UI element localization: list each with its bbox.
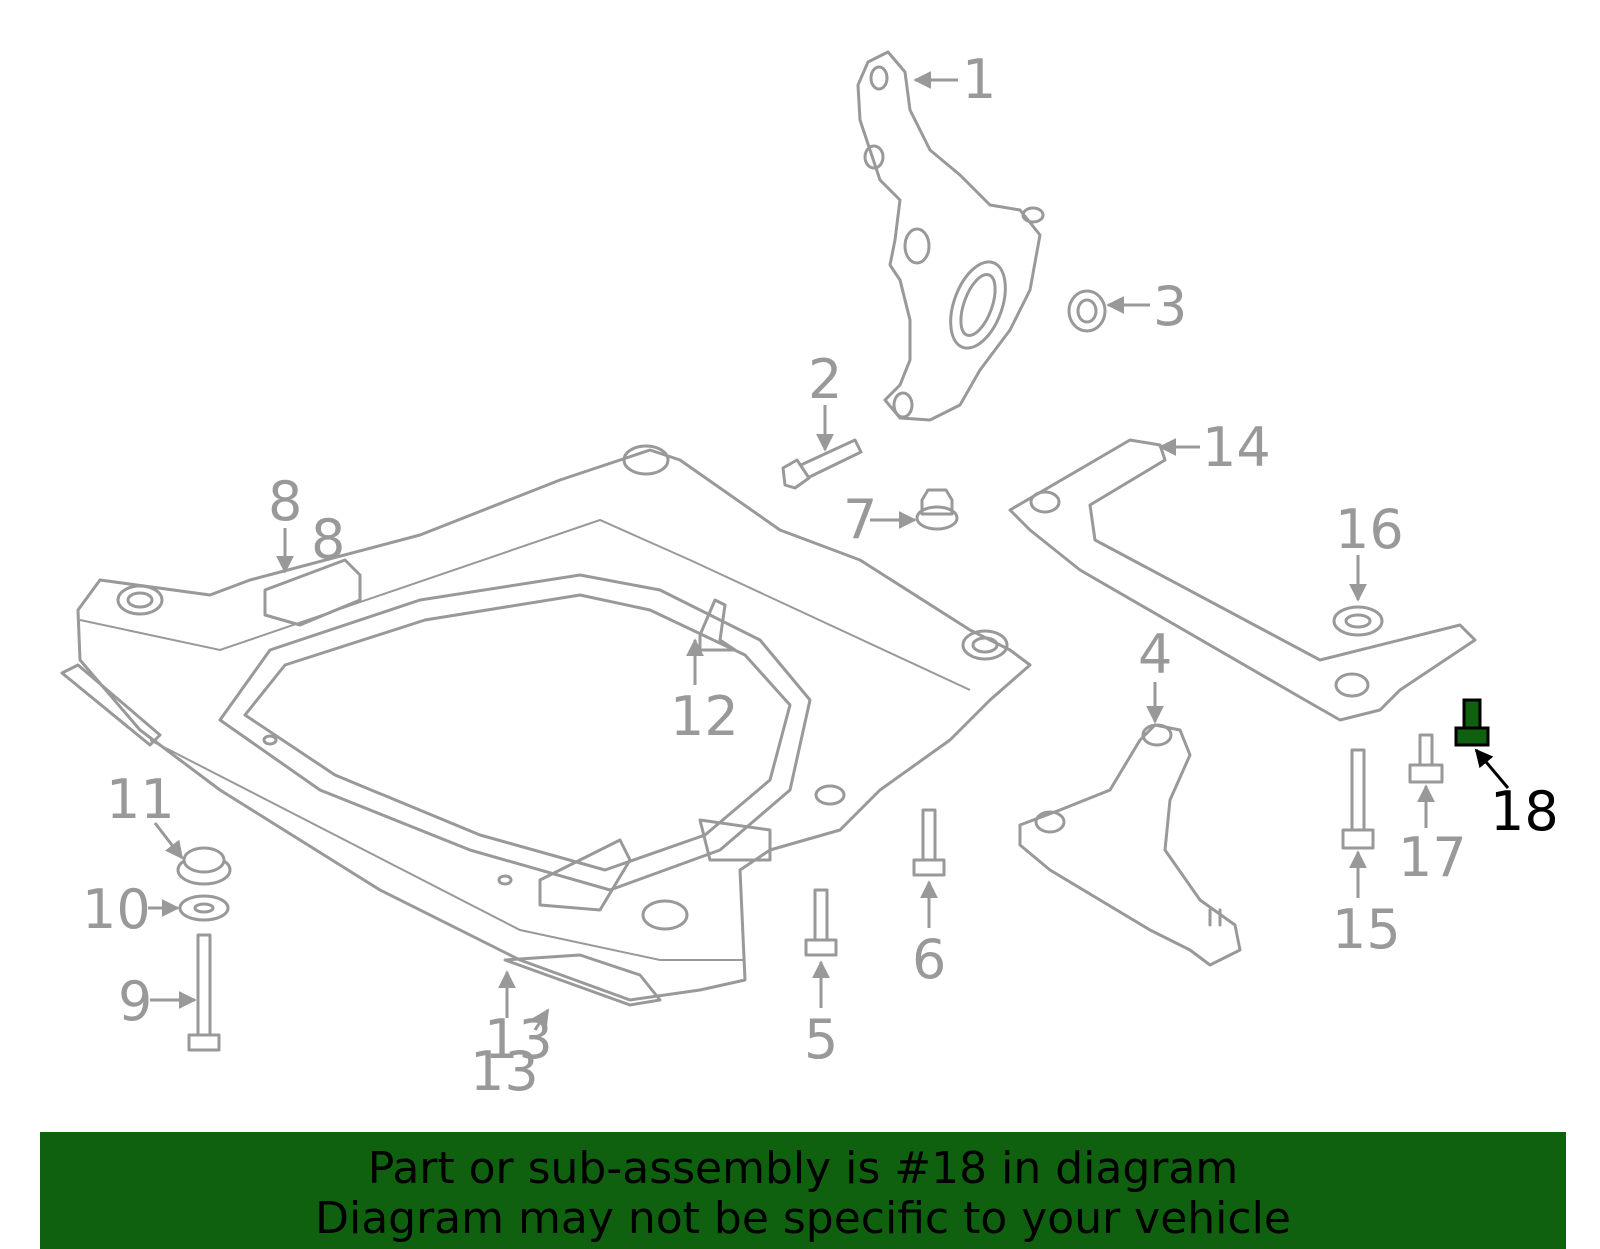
callout-7: 7 [843, 488, 877, 551]
callout-15: 15 [1332, 898, 1401, 961]
callout-13b: 13 [470, 1040, 539, 1103]
callout-8a: 8 [268, 470, 302, 533]
part-16-washer [1332, 605, 1384, 637]
front-subframe [60, 444, 1032, 1007]
part-11-mount [176, 846, 232, 886]
part-15-bolt [1341, 748, 1375, 850]
callout-10: 10 [82, 878, 151, 941]
banner-line-disclaimer: Diagram may not be specific to your vehi… [315, 1193, 1291, 1244]
part-9-bolt [187, 933, 221, 1052]
parts-diagram: 1 2 3 4 5 6 7 8 8 9 10 11 12 13 13 14 15… [60, 48, 1559, 1103]
callout-labels: 1 2 3 4 5 6 7 8 8 9 10 11 12 13 13 14 15… [82, 48, 1559, 1103]
part-4-control-arm [1018, 723, 1242, 967]
callout-4: 4 [1138, 623, 1172, 686]
part-2-bolt [781, 438, 863, 490]
callout-6: 6 [912, 928, 946, 991]
callout-18: 18 [1490, 780, 1559, 843]
callout-11: 11 [106, 768, 175, 831]
callout-12: 12 [670, 685, 739, 748]
callout-17: 17 [1398, 826, 1467, 889]
part-1-steering-knuckle [856, 50, 1045, 422]
part-5-bolt [804, 888, 838, 957]
callout-16: 16 [1335, 498, 1404, 561]
callout-14: 14 [1202, 416, 1271, 479]
leader-lines [148, 71, 1510, 1031]
callout-2: 2 [808, 348, 842, 411]
part-18-bolt-highlighted [1454, 698, 1490, 747]
callout-1: 1 [962, 48, 996, 111]
part-7-nut [915, 488, 959, 531]
part-6-bolt [912, 808, 946, 877]
callout-3: 3 [1153, 275, 1187, 338]
part-17-bolt [1408, 733, 1444, 784]
part-10-washer [178, 894, 230, 922]
part-3-bushing [1067, 289, 1107, 333]
banner-line-part: Part or sub-assembly is #18 in diagram [367, 1143, 1239, 1194]
callout-9: 9 [118, 970, 152, 1033]
callout-5: 5 [804, 1008, 838, 1071]
info-banner: Part or sub-assembly is #18 in diagram D… [40, 1132, 1566, 1249]
callout-8b: 8 [311, 508, 345, 571]
callout-13a: 13 [484, 1008, 553, 1071]
part-14-brace [1008, 438, 1477, 722]
